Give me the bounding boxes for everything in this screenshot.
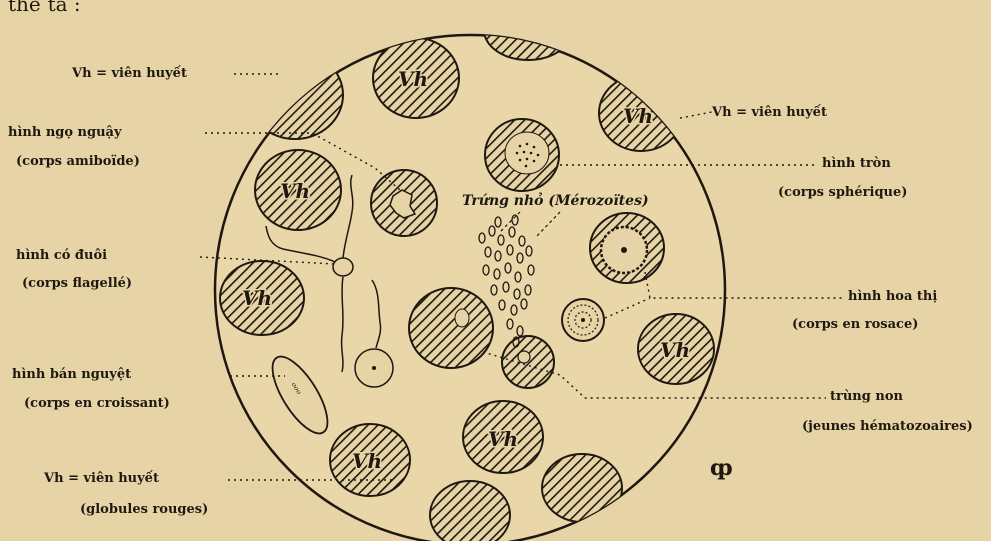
cell-mark-text: Vh xyxy=(280,179,310,203)
jeunes-label-vi: trùng non xyxy=(830,390,903,403)
amiboide-label-vi: hình ngọ nguậy xyxy=(8,126,122,139)
spherique-label-vi: hình tròn xyxy=(822,157,891,170)
flagelle-label-fr: (corps flagellé) xyxy=(22,277,132,290)
vh-label-bottom: Vh = viên huyết xyxy=(44,472,159,485)
vh-label-top-left: Vh = viên huyết xyxy=(72,67,187,80)
flagelle-label-vi: hình có đuôi xyxy=(16,249,107,262)
vh-label-bottom-fr: (globules rouges) xyxy=(80,503,208,516)
croissant-label-fr: (corps en croissant) xyxy=(24,397,170,410)
rosace-label-vi: hình hoa thị xyxy=(848,290,937,303)
amiboide-label-fr: (corps amiboïde) xyxy=(16,155,140,168)
jeunes-label-fr: (jeunes hématozoaires) xyxy=(802,420,973,433)
red-blood-cell xyxy=(430,481,510,541)
croissant-label-vi: hình bán nguyệt xyxy=(12,368,131,381)
cell-mark-text: Vh xyxy=(660,338,690,362)
cell-mark-text: Vh xyxy=(242,286,272,310)
vh-label-top-right: Vh = viên huyết xyxy=(712,106,827,119)
red-blood-cell xyxy=(409,288,493,368)
cell-mark-text: Vh xyxy=(352,449,382,473)
rosace-label-fr: (corps en rosace) xyxy=(792,318,918,331)
red-blood-cell xyxy=(484,0,572,60)
red-blood-cell xyxy=(247,51,343,139)
cell-mark-text: Vh xyxy=(488,427,518,451)
spherical-body xyxy=(505,132,549,174)
red-blood-cell xyxy=(542,454,622,522)
leader-line xyxy=(680,112,712,118)
signature-glyph: ȹ xyxy=(710,455,733,481)
spherique-label-fr: (corps sphérique) xyxy=(778,186,907,199)
flagellate-body xyxy=(333,258,353,276)
merozoites-label: Trứng nhỏ (Mérozoïtes) xyxy=(462,192,649,209)
cell-mark-text: Vh xyxy=(398,67,428,91)
